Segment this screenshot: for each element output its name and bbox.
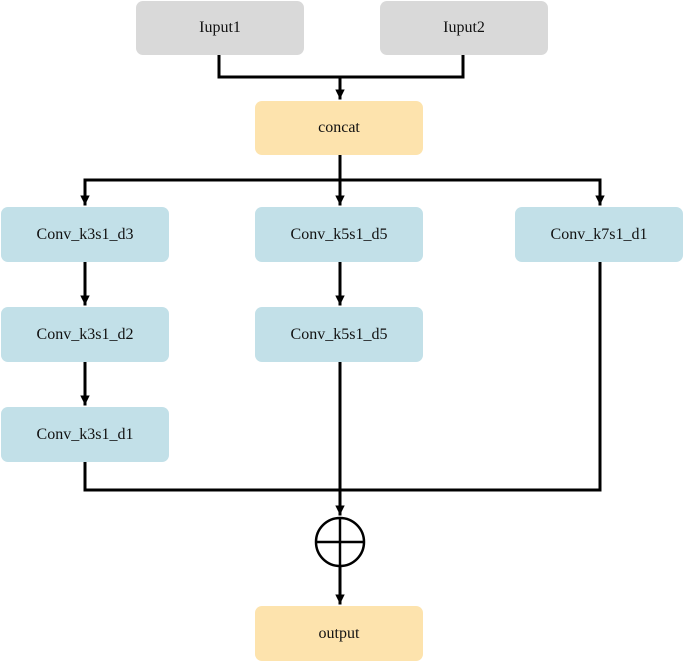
circle-plus-icon — [314, 516, 366, 568]
merge-branch1 — [83, 460, 342, 492]
merge-branch3 — [338, 260, 602, 492]
concat-node: concat — [255, 101, 423, 155]
input2-node: Iuput2 — [380, 1, 548, 55]
conv-k5s1-d5-node-1: Conv_k5s1_d5 — [255, 207, 423, 262]
conv-k3s1-d3-node: Conv_k3s1_d3 — [1, 207, 169, 262]
input2-line — [338, 53, 465, 79]
conv-k3s1-d1-node: Conv_k3s1_d1 — [1, 407, 169, 462]
output-node: output — [255, 606, 423, 661]
conv-k3s1-d2-node: Conv_k3s1_d2 — [1, 307, 169, 362]
conv-k7s1-d1-node: Conv_k7s1_d1 — [515, 207, 683, 262]
input1-line — [217, 53, 342, 79]
conv-k5s1-d5-node-2: Conv_k5s1_d5 — [255, 307, 423, 362]
input1-node: Iuput1 — [136, 1, 304, 55]
